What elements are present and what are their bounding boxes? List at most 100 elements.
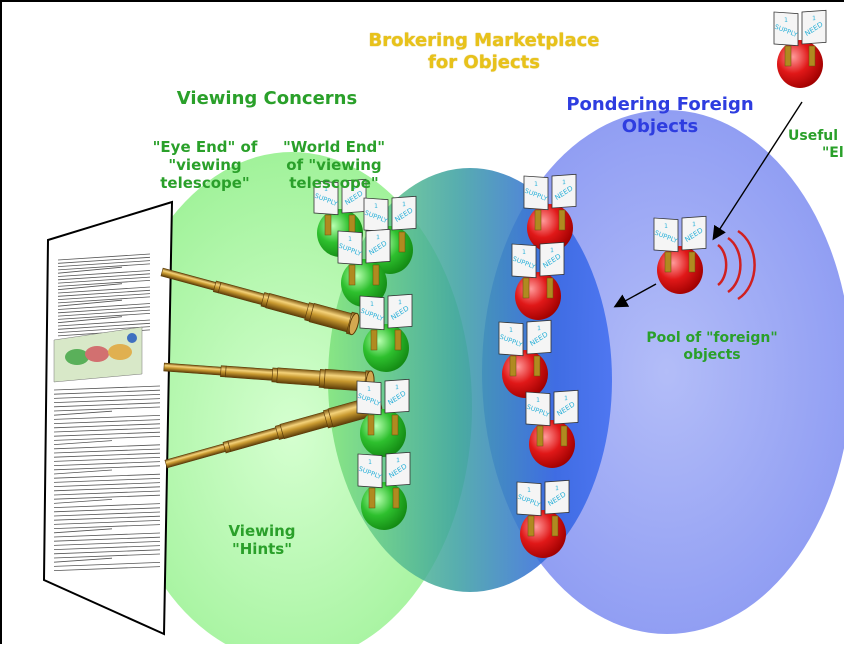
- svg-text:1: 1: [368, 459, 372, 466]
- pondering-title-line2: Objects: [621, 115, 699, 137]
- svg-text:1: 1: [692, 221, 696, 228]
- viewing-concerns-text: Viewing Concerns: [176, 88, 358, 109]
- svg-text:1: 1: [370, 301, 374, 308]
- svg-text:1: 1: [534, 181, 538, 188]
- svg-text:1: 1: [664, 223, 668, 230]
- viewing-hints-label: Viewing "Hints": [202, 522, 322, 558]
- svg-text:1: 1: [396, 457, 400, 464]
- svg-text:1: 1: [555, 485, 559, 492]
- pool-line1: Pool of "foreign": [646, 330, 778, 346]
- svg-text:1: 1: [398, 299, 402, 306]
- svg-text:1: 1: [784, 17, 788, 24]
- svg-text:1: 1: [324, 186, 328, 193]
- svg-text:1: 1: [402, 201, 406, 208]
- useful-line2: "El: [822, 144, 844, 161]
- pondering-title-line1: Pondering Foreign: [566, 94, 754, 115]
- svg-text:1: 1: [509, 327, 513, 334]
- svg-text:1: 1: [812, 15, 816, 22]
- useful-label: Useful "El: [788, 128, 844, 162]
- world-end-line1: "World End": [282, 138, 386, 156]
- svg-text:1: 1: [376, 234, 380, 241]
- viewing-hints-line1: Viewing: [228, 522, 296, 540]
- telescope-icon: [163, 362, 375, 394]
- signal-waves-icon: [717, 229, 756, 301]
- pool-arrow: [613, 283, 657, 308]
- eye-end-label: "Eye End" of "viewing telescope": [140, 138, 270, 192]
- marketplace-title-line2: for Objects: [428, 51, 540, 73]
- eye-end-line2: "viewing: [168, 156, 242, 174]
- world-end-line3: telescope": [289, 174, 379, 192]
- svg-text:1: 1: [395, 384, 399, 391]
- viewing-hints-line2: "Hints": [231, 540, 293, 558]
- objects: SUPPLY1NEED1SUPPLY1NEED1SUPPLY1NEED1SUPP…: [313, 9, 827, 558]
- pool-line2: objects: [683, 346, 741, 363]
- marketplace-title-line1: Brokering Marketplace: [368, 30, 600, 51]
- svg-text:1: 1: [527, 487, 531, 494]
- world-end-label: "World End" of "viewing telescope": [274, 138, 394, 192]
- svg-text:1: 1: [537, 325, 541, 332]
- telescope-icon: [164, 393, 383, 469]
- svg-text:1: 1: [564, 395, 568, 402]
- svg-text:1: 1: [562, 179, 566, 186]
- pondering-title: Pondering Foreign Objects: [550, 94, 770, 137]
- eye-end-line3: telescope": [160, 174, 250, 192]
- svg-text:1: 1: [352, 184, 356, 191]
- document-page: [42, 200, 174, 636]
- document-text-lines: [53, 253, 161, 571]
- svg-text:1: 1: [522, 249, 526, 256]
- marketplace-title: Brokering Marketplace for Objects: [354, 30, 614, 73]
- svg-text:1: 1: [374, 203, 378, 210]
- svg-text:1: 1: [367, 386, 371, 393]
- useful-line1: Useful: [788, 128, 839, 144]
- incoming-arrow: [712, 101, 803, 241]
- viewing-concerns-title: Viewing Concerns: [152, 88, 382, 110]
- world-end-line2: of "viewing: [286, 156, 382, 174]
- telescope-icon: [160, 267, 360, 336]
- eye-end-line1: "Eye End" of: [152, 138, 258, 156]
- telescopes: [160, 267, 383, 469]
- svg-text:1: 1: [536, 397, 540, 404]
- svg-text:1: 1: [550, 247, 554, 254]
- document-figure: [53, 326, 143, 383]
- pool-label: Pool of "foreign" objects: [632, 330, 792, 364]
